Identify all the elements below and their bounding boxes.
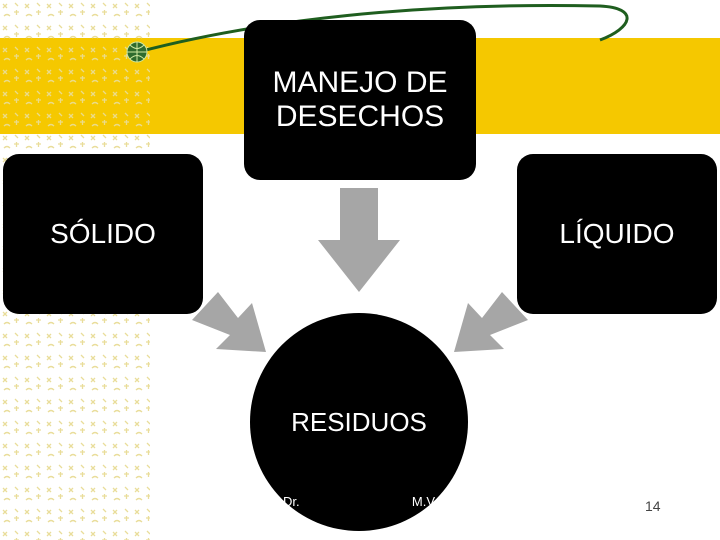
right-box-liquido: LÍQUIDO [517, 154, 717, 314]
arrow-left-to-center [192, 292, 266, 352]
footer-author-prefix: Dr. [283, 494, 300, 509]
left-box-solido: SÓLIDO [3, 154, 203, 314]
decorative-curve [137, 3, 629, 54]
arrow-down [318, 188, 400, 292]
globe-icon [126, 41, 148, 63]
footer-author-suffix: M.V. [411, 494, 438, 509]
center-circle-residuos: RESIDUOS [250, 313, 468, 531]
left-box-label: SÓLIDO [50, 218, 156, 249]
top-box-line-1: MANEJO DE [272, 66, 448, 99]
footer-author: Dr. M.V. [283, 494, 437, 509]
arrow-right-to-center [454, 292, 528, 352]
right-box-label: LÍQUIDO [559, 218, 675, 249]
page-number: 14 [645, 498, 661, 514]
top-box-manejo-de-desechos: MANEJO DE DESECHOS [244, 20, 476, 180]
top-box-line-2: DESECHOS [275, 100, 445, 133]
center-circle-label: RESIDUOS [291, 406, 427, 437]
